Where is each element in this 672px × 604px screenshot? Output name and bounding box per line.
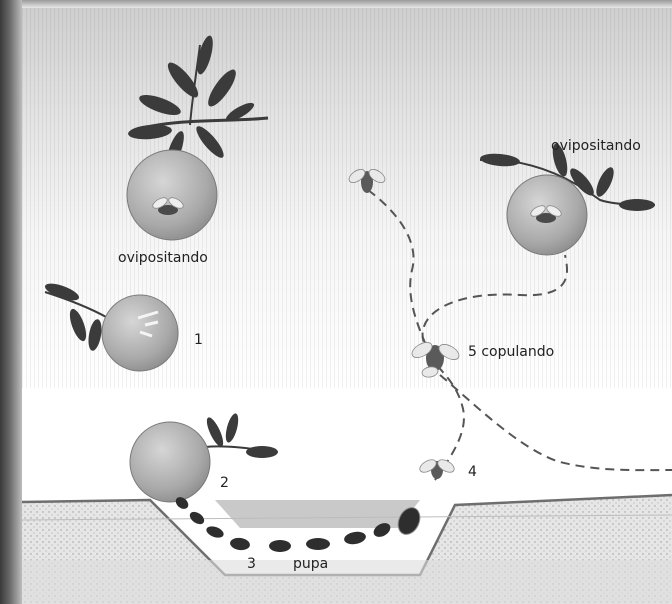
larva-icon	[229, 537, 250, 552]
leaf-branch-icon	[127, 34, 268, 171]
fruit-icon	[507, 175, 587, 255]
larva-icon	[269, 540, 291, 552]
soil-trench	[215, 500, 420, 528]
larva-icon	[188, 509, 207, 526]
fly-icon	[418, 457, 457, 479]
fruit-icon	[127, 150, 217, 240]
label-ovipositando-left: ovipositando	[118, 250, 208, 266]
label-stage-4: 4	[468, 464, 477, 480]
label-copulando: 5 copulando	[468, 344, 554, 360]
fly-icon	[409, 339, 461, 378]
label-ovipositando-right: ovipositando	[551, 138, 641, 154]
label-stage-2: 2	[220, 475, 229, 491]
label-pupa: pupa	[293, 556, 328, 572]
fly-icon	[347, 167, 387, 193]
larva-icon	[205, 524, 225, 540]
leaf-branch-icon	[204, 412, 278, 458]
larva-icon	[306, 538, 330, 550]
fruit-icon	[130, 422, 210, 502]
larva-icon	[343, 530, 367, 546]
label-stage-3: 3	[247, 556, 256, 572]
fruit-icon	[102, 295, 178, 371]
label-stage-1: 1	[194, 332, 203, 348]
leaf-branch-icon	[43, 280, 108, 352]
